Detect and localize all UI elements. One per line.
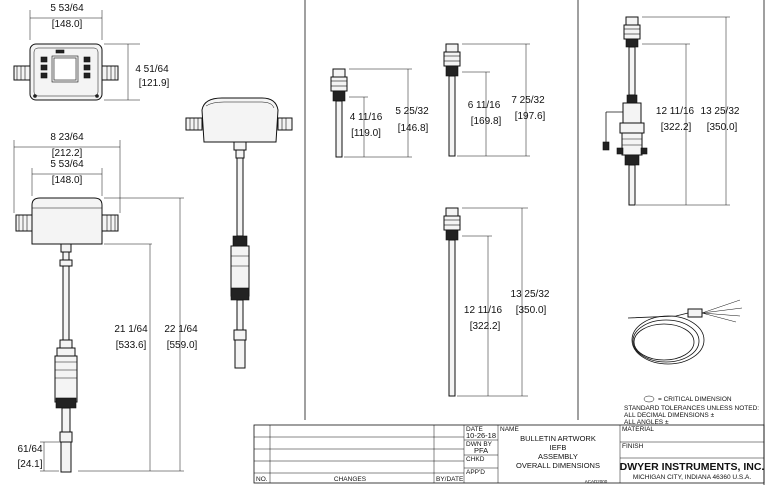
front-housing xyxy=(31,197,103,245)
front-probe-tip xyxy=(60,441,72,473)
probe-a-d2-frac: 5 25/32 xyxy=(395,106,429,117)
front-len1-frac: 21 1/64 xyxy=(114,324,148,335)
isometric-view xyxy=(185,97,293,369)
front-probe-stem xyxy=(62,265,70,341)
tb-address: MICHIGAN CITY, INDIANA 46360 U.S.A. xyxy=(633,474,752,481)
front-gland-right xyxy=(101,214,119,232)
front-gland-left xyxy=(15,214,33,232)
tb-title-line-1: BULLETIN ARTWORK xyxy=(520,434,596,443)
front-overall-width-frac: 8 23/64 xyxy=(50,132,84,143)
cable-coil-outer xyxy=(631,315,705,365)
iso-gland-right xyxy=(277,117,293,131)
tb-title-line-3: ASSEMBLY xyxy=(538,452,578,461)
cable-gland-left xyxy=(13,65,31,81)
tb-bydate-label: BY/DATE xyxy=(436,476,464,483)
front-len2-mm: [559.0] xyxy=(167,340,198,351)
tb-date-label: DATE xyxy=(466,426,484,433)
probe-b-d2-mm: [197.6] xyxy=(515,111,546,122)
tb-finish-label: FINISH xyxy=(622,443,644,450)
probe-b-d1-mm: [169.8] xyxy=(471,116,502,127)
front-view: 8 23/64 [212.2] 5 53/64 [148.0] 21 1/64 … xyxy=(13,132,198,473)
tb-title-line-4: OVERALL DIMENSIONS xyxy=(516,461,600,470)
top-width-mm: [148.0] xyxy=(52,19,83,30)
tb-appd-label: APP'D xyxy=(466,469,485,476)
probe-d-d1-frac: 12 11/16 xyxy=(656,106,695,117)
note-tol2: ALL DECIMAL DIMENSIONS ± xyxy=(624,412,715,419)
tb-chkd-label: CHKD xyxy=(466,456,485,463)
iso-housing xyxy=(201,97,279,143)
front-len1-mm: [533.6] xyxy=(116,340,147,351)
top-height-mm: [121.9] xyxy=(139,78,170,89)
probe-b-d2-frac: 7 25/32 xyxy=(511,95,545,106)
cable-gland-right xyxy=(101,65,119,81)
probe-c-d2-frac: 13 25/32 xyxy=(511,289,550,300)
tb-changes-label: CHANGES xyxy=(334,476,367,483)
tb-material-label: MATERIAL xyxy=(622,426,654,433)
iso-probe-tip xyxy=(234,339,246,369)
critical-dimension-symbol xyxy=(643,395,655,403)
tb-no-label: NO. xyxy=(256,476,268,483)
tb-dwn-label: DWN BY xyxy=(466,441,493,448)
tb-dwn-value: PFA xyxy=(474,446,488,455)
tb-company: DWYER INSTRUMENTS, INC. xyxy=(620,461,765,473)
probe-c: 12 11/16 [322.2] 13 25/32 [350.0] xyxy=(443,207,550,397)
probe-d-d1-mm: [322.2] xyxy=(661,122,692,133)
probe-a-d2-mm: [146.8] xyxy=(398,123,429,134)
note-tol3: ALL ANGLES ± xyxy=(624,419,669,426)
probe-c-stem xyxy=(448,239,456,397)
probe-c-d1-frac: 12 11/16 xyxy=(464,305,503,316)
probe-b-d1-frac: 6 11/16 xyxy=(468,100,501,111)
probe-a-stem xyxy=(335,100,343,158)
probe-c-d2-mm: [350.0] xyxy=(516,305,547,316)
note-tol1: STANDARD TOLERANCES UNLESS NOTED: xyxy=(624,405,759,412)
notes: = CRITICAL DIMENSION STANDARD TOLERANCES… xyxy=(624,395,759,426)
probe-d-valve-body xyxy=(622,102,642,124)
top-view: 5 53/64 [148.0] 4 51/64 [121.9] xyxy=(13,3,170,101)
top-width-frac: 5 53/64 xyxy=(50,3,84,14)
probe-b-stem xyxy=(448,75,456,157)
top-height-frac: 4 51/64 xyxy=(135,64,169,75)
tb-name-label: NAME xyxy=(500,426,519,433)
front-overall-width-mm: [212.2] xyxy=(52,148,83,159)
front-probe-fitting xyxy=(54,355,78,403)
probe-d-lower-stem xyxy=(628,164,636,206)
cable-probe xyxy=(627,299,743,365)
probe-d-d2-frac: 13 25/32 xyxy=(701,106,740,117)
probe-d-d2-mm: [350.0] xyxy=(707,122,738,133)
tb-title-line-2: IEFB xyxy=(550,443,567,452)
tb-doc-no: ACAD2000 xyxy=(585,479,608,484)
iso-probe-stem xyxy=(236,157,244,237)
probe-a-d1-mm: [119.0] xyxy=(351,128,381,139)
probe-a: 4 11/16 [119.0] 5 25/32 [146.8] xyxy=(330,68,429,158)
front-housing-width-mm: [148.0] xyxy=(52,175,83,186)
probe-c-d1-mm: [322.2] xyxy=(470,321,501,332)
title-block: NO. CHANGES BY/DATE DATE 10-26-18 DWN BY… xyxy=(253,424,765,484)
probe-a-d1-frac: 4 11/16 xyxy=(350,112,383,123)
front-housing-width-frac: 5 53/64 xyxy=(50,159,84,170)
probe-d: 12 11/16 [322.2] 13 25/32 [350.0] xyxy=(602,16,740,206)
front-tip-frac: 61/64 xyxy=(17,444,42,455)
probe-d-upper-stem xyxy=(628,46,636,96)
probe-b: 6 11/16 [169.8] 7 25/32 [197.6] xyxy=(443,43,546,157)
front-tip-mm: [24.1] xyxy=(17,459,42,470)
tb-date-value: 10-26-18 xyxy=(466,431,496,440)
note-critical: = CRITICAL DIMENSION xyxy=(658,396,732,403)
cable-probe-sensor xyxy=(687,308,703,318)
front-len2-frac: 22 1/64 xyxy=(164,324,198,335)
